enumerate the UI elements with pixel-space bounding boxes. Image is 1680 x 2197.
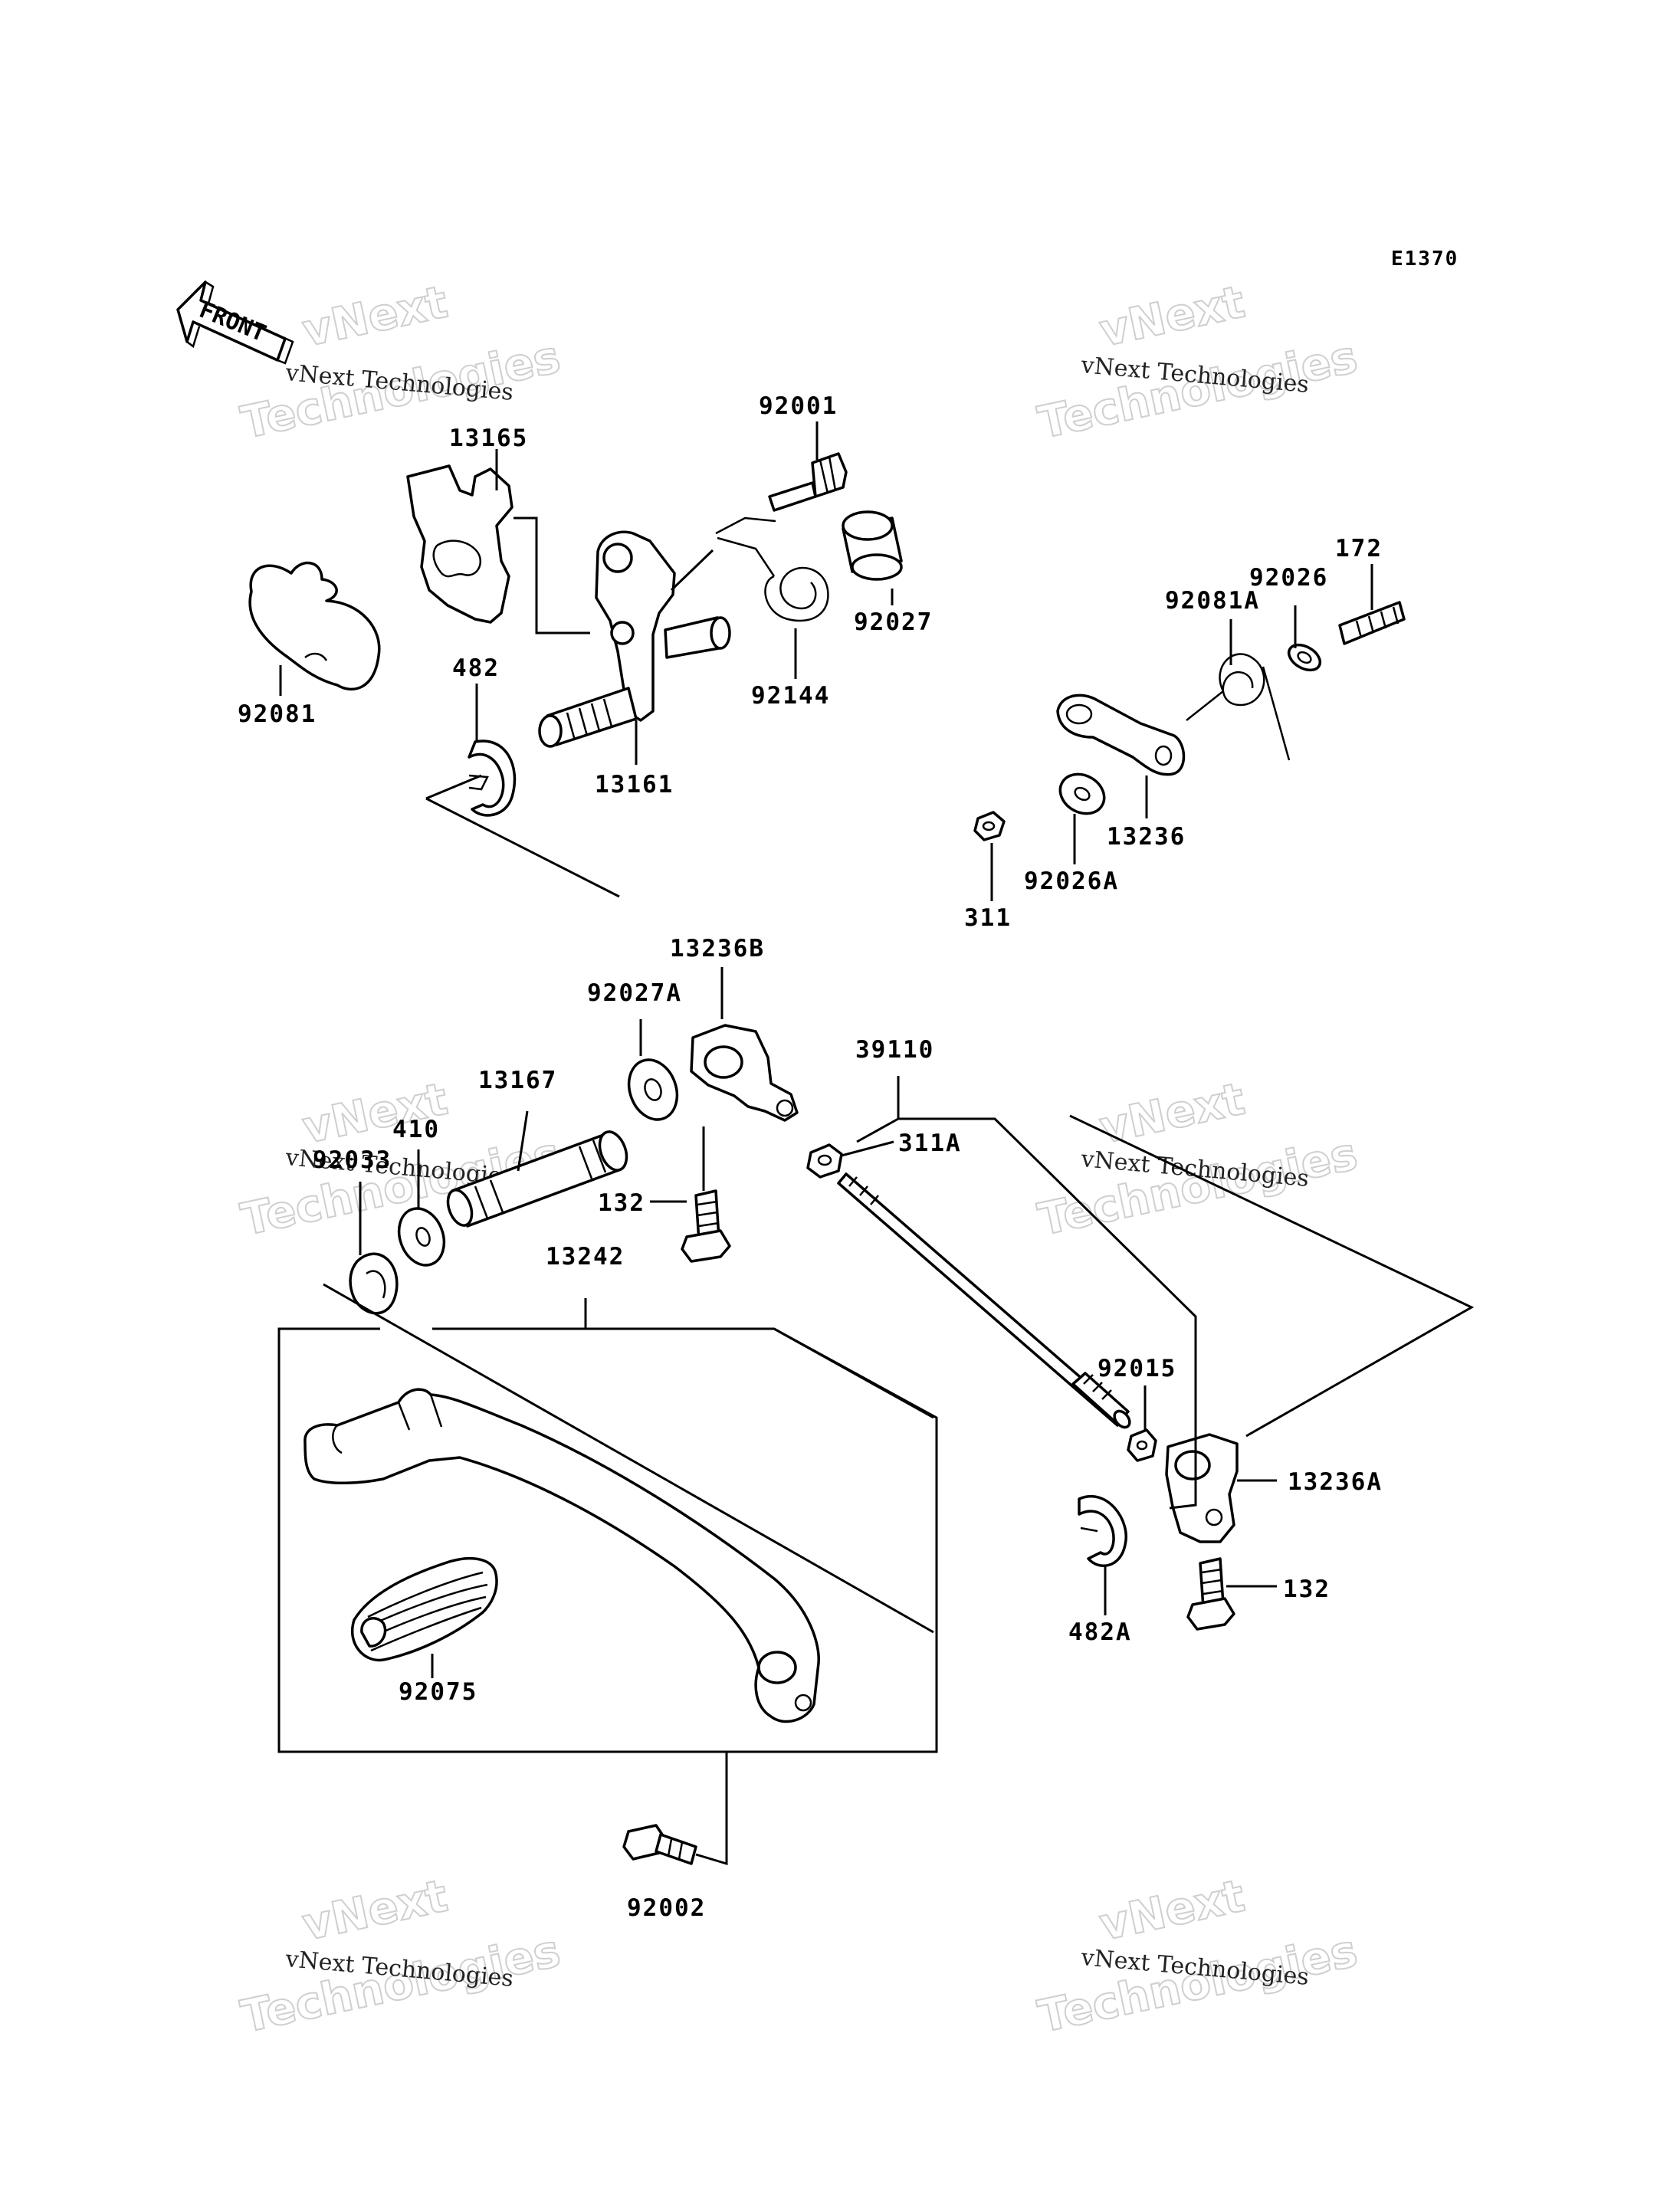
- label-13236A: 13236A: [1288, 1468, 1383, 1496]
- label-92026: 92026: [1249, 564, 1328, 592]
- label-482: 482: [452, 654, 500, 682]
- label-13236: 13236: [1107, 823, 1186, 851]
- part-92027A-drawing: [627, 1058, 679, 1121]
- part-92026A-drawing: [1058, 772, 1106, 815]
- label-92001: 92001: [759, 392, 838, 420]
- label-92144: 92144: [751, 682, 830, 710]
- part-132b-drawing: [1186, 1557, 1235, 1631]
- label-13236B: 13236B: [670, 935, 765, 962]
- part-410-drawing: [397, 1207, 446, 1267]
- label-92015: 92015: [1098, 1355, 1176, 1382]
- part-92033-drawing: [349, 1252, 399, 1315]
- part-311-drawing: [973, 811, 1006, 841]
- part-13167-drawing: [446, 1130, 628, 1228]
- part-13242-drawing: [304, 1388, 820, 1723]
- svg-text:Technologies: Technologies: [237, 1924, 565, 2042]
- label-92081A: 92081A: [1165, 587, 1260, 615]
- part-92144-drawing: [715, 516, 829, 622]
- label-92027: 92027: [854, 608, 933, 636]
- svg-text:vNext: vNext: [1095, 1073, 1249, 1154]
- part-311A-drawing: [806, 1143, 843, 1179]
- part-13161-drawing: [538, 530, 731, 748]
- svg-text:Technologies: Technologies: [1034, 330, 1362, 448]
- part-92027-drawing: [842, 510, 903, 581]
- label-92033: 92033: [313, 1146, 392, 1174]
- part-92001-drawing: [768, 452, 848, 512]
- svg-text:vNext: vNext: [298, 276, 452, 357]
- part-92026-drawing: [1287, 643, 1322, 672]
- label-311A: 311A: [898, 1130, 962, 1157]
- label-132-center: 132: [598, 1189, 645, 1217]
- front-arrow-icon: FRONT: [176, 280, 294, 365]
- part-92075-drawing: [351, 1556, 498, 1662]
- label-482A: 482A: [1068, 1618, 1132, 1646]
- label-172: 172: [1335, 535, 1383, 562]
- part-92081-drawing: [248, 561, 381, 691]
- watermark-bottom-left: vNext Technologies vNext Technologies: [236, 1869, 566, 2044]
- part-13236A-drawing: [1165, 1433, 1239, 1543]
- label-92081: 92081: [238, 700, 317, 728]
- label-92002: 92002: [627, 1894, 706, 1922]
- label-311: 311: [964, 904, 1012, 932]
- part-482A-drawing: [1078, 1494, 1127, 1567]
- watermark-mid-right: vNext Technologies vNext Technologies: [1033, 1072, 1363, 1247]
- part-92081A-drawing: [1186, 653, 1291, 761]
- label-39110: 39110: [855, 1036, 934, 1064]
- label-92026A: 92026A: [1024, 867, 1119, 895]
- svg-text:vNext: vNext: [1095, 276, 1249, 357]
- label-92075: 92075: [399, 1678, 477, 1706]
- svg-text:vNext: vNext: [298, 1870, 452, 1951]
- part-132a-drawing: [681, 1189, 731, 1263]
- part-92002-drawing: [622, 1824, 697, 1865]
- label-132-right: 132: [1283, 1576, 1331, 1603]
- part-13236B-drawing: [690, 1024, 799, 1122]
- leader-lines: [277, 421, 1475, 1866]
- watermark-bottom-right: vNext Technologies vNext Technologies: [1033, 1869, 1363, 2044]
- part-labels: 13165 92001 92081 482 13161 92144 92027 …: [238, 392, 1383, 1922]
- svg-text:vNext: vNext: [1095, 1870, 1249, 1951]
- label-92027A: 92027A: [587, 979, 682, 1007]
- watermark-top-right: vNext Technologies vNext Technologies: [1033, 275, 1363, 450]
- label-13161: 13161: [595, 771, 674, 798]
- label-13167: 13167: [478, 1067, 557, 1094]
- label-13242: 13242: [546, 1243, 625, 1271]
- label-13165: 13165: [449, 425, 528, 452]
- part-172-drawing: [1338, 601, 1406, 645]
- part-13165-drawing: [406, 464, 514, 624]
- diagram-code: E1370: [1391, 248, 1459, 271]
- part-39110-drawing: [837, 1172, 1131, 1429]
- part-92015-drawing: [1127, 1428, 1157, 1462]
- part-13236-drawing: [1056, 694, 1186, 776]
- label-410: 410: [392, 1116, 440, 1143]
- svg-text:Technologies: Technologies: [1034, 1924, 1362, 2042]
